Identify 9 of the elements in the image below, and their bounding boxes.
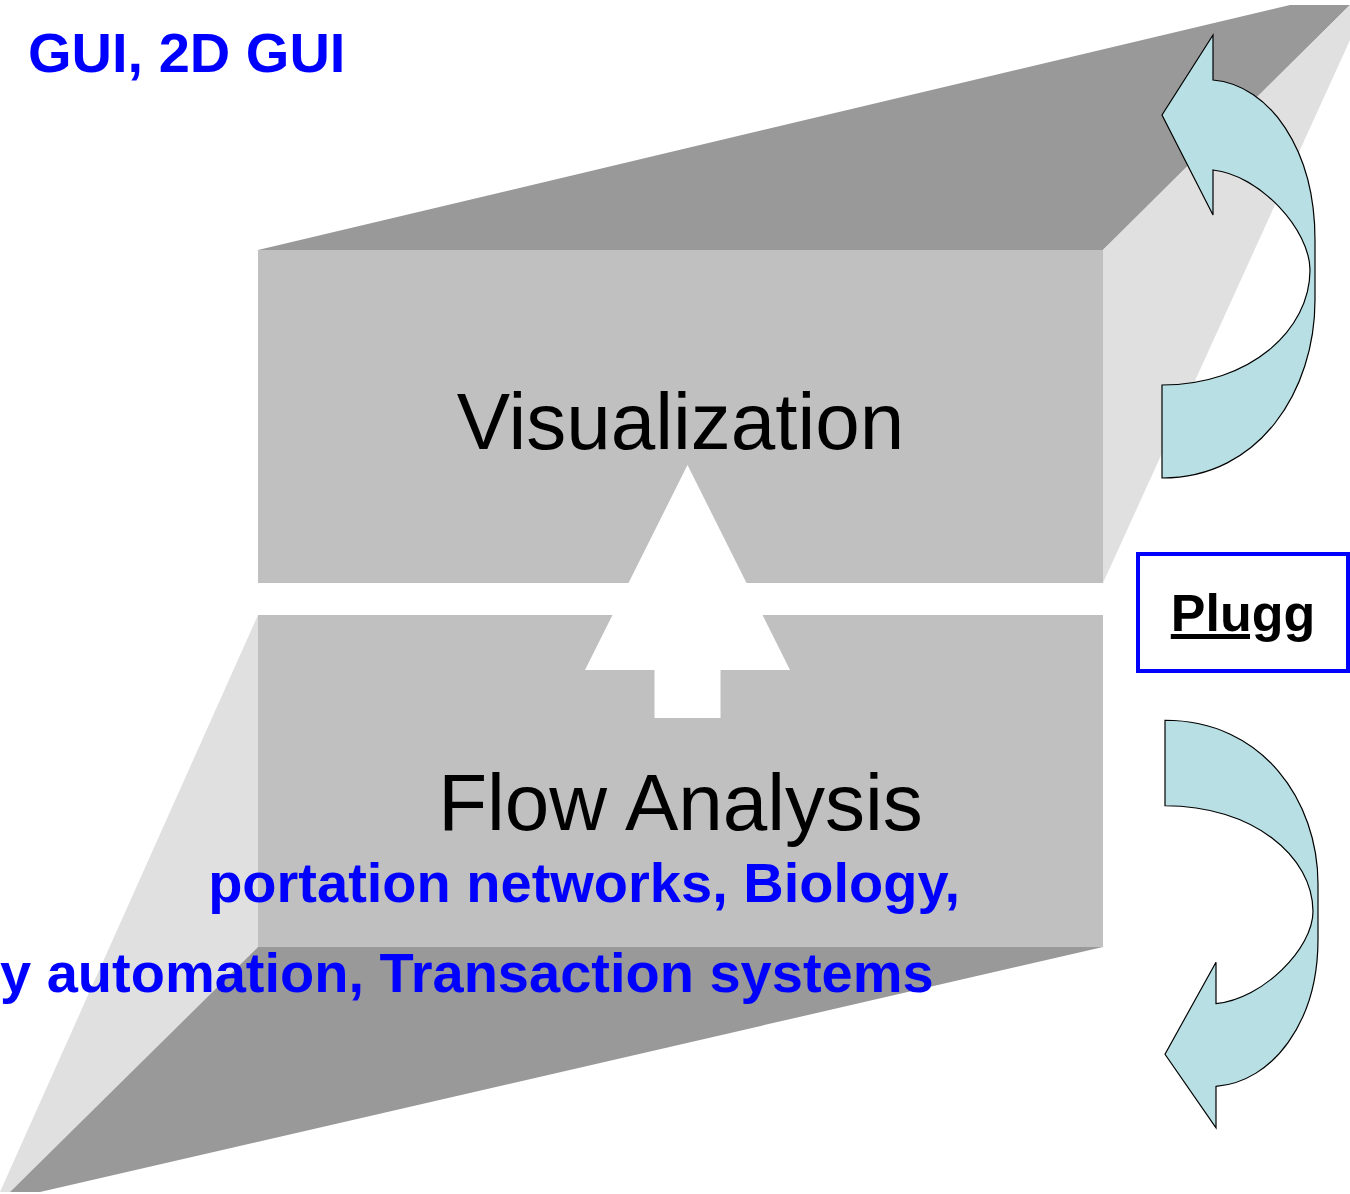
node-label: Flow Analysis <box>438 757 923 849</box>
node-label: Plugg <box>1170 582 1316 643</box>
note-text: portation networks, Biology, <box>208 852 960 914</box>
note-text: GUI, 2D GUI <box>28 22 346 84</box>
note-text: y automation, Transaction systems <box>0 942 934 1004</box>
node-label: Visualization <box>456 375 905 468</box>
arrow <box>585 465 790 718</box>
layer-box <box>258 250 1103 583</box>
label-box <box>1136 552 1350 673</box>
